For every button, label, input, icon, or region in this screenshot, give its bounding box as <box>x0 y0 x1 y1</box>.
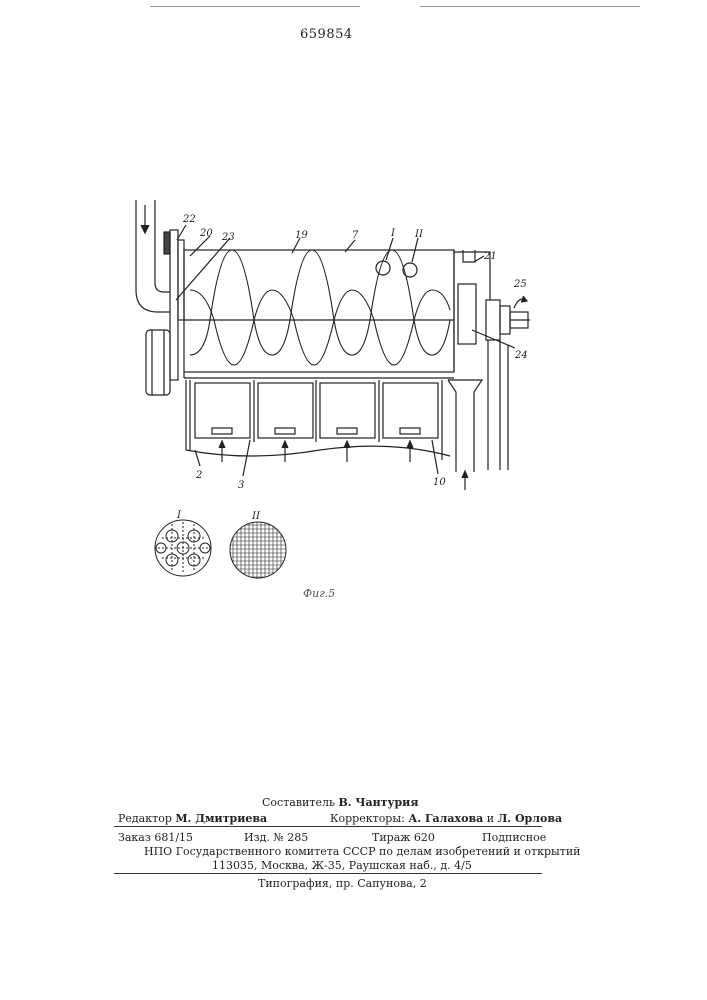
edition-label: Изд. <box>244 831 270 844</box>
right-housing <box>454 250 490 372</box>
corrector-1: А. Галахова <box>408 812 483 825</box>
subscription: Подписное <box>482 831 546 844</box>
label-19: 19 <box>295 230 308 241</box>
figure-caption: Фиг.5 <box>303 587 335 600</box>
order-line: Заказ 681/15 <box>118 831 193 844</box>
label-23: 23 <box>221 232 235 243</box>
detail-marker-I <box>376 261 390 275</box>
edition-no: № 285 <box>273 831 308 844</box>
screw-helix <box>190 250 450 355</box>
print-run: 620 <box>414 831 435 844</box>
and-word: и <box>487 812 494 825</box>
editor-line: Редактор М. Дмитриева <box>118 812 267 825</box>
detail-label-I: I <box>176 510 182 521</box>
printer-line: Типография, пр. Сапунова, 2 <box>258 877 427 890</box>
inlet-pipe <box>136 200 170 312</box>
footer-rule-1 <box>114 826 542 827</box>
label-25: 25 <box>513 279 527 290</box>
corrector-2: Л. Орлова <box>498 812 563 825</box>
label-I: I <box>390 228 396 239</box>
print-run-line: Тираж 620 <box>372 831 435 844</box>
editor-label: Редактор <box>118 812 172 825</box>
editor-name: М. Дмитриева <box>175 812 267 825</box>
compiler-line: Составитель В. Чантурия <box>262 796 418 809</box>
label-20: 20 <box>199 228 213 239</box>
flange <box>170 230 178 380</box>
label-10: 10 <box>433 477 446 488</box>
edition-line: Изд. № 285 <box>244 831 308 844</box>
label-3: 3 <box>238 480 244 491</box>
print-run-label: Тираж <box>372 831 410 844</box>
compiler-label: Составитель <box>262 796 335 809</box>
label-II: II <box>414 229 424 240</box>
label-22: 22 <box>182 214 196 225</box>
detail-marker-II <box>403 263 417 277</box>
order-label: Заказ <box>118 831 151 844</box>
footer-rule-2 <box>114 873 542 874</box>
bearing <box>486 300 500 340</box>
publisher-line: НПО Государственного комитета СССР по де… <box>144 845 581 858</box>
correctors-line: Корректоры: А. Галахова и Л. Орлова <box>330 812 562 825</box>
correctors-label: Корректоры: <box>330 812 405 825</box>
label-7: 7 <box>352 230 359 241</box>
label-2: 2 <box>195 470 202 481</box>
label-24: 24 <box>514 350 528 361</box>
detail-label-II: II <box>251 511 261 522</box>
hopper <box>448 380 482 472</box>
compiler-name: В. Чантурия <box>338 796 418 809</box>
order-no: 681/15 <box>154 831 193 844</box>
drive-wheel <box>146 330 170 395</box>
address-line: 113035, Москва, Ж-35, Раушская наб., д. … <box>212 859 472 872</box>
label-21: 21 <box>483 251 497 262</box>
air-arrows <box>219 441 468 490</box>
detail-I-disc <box>155 520 211 576</box>
detail-II-disc <box>230 522 286 578</box>
